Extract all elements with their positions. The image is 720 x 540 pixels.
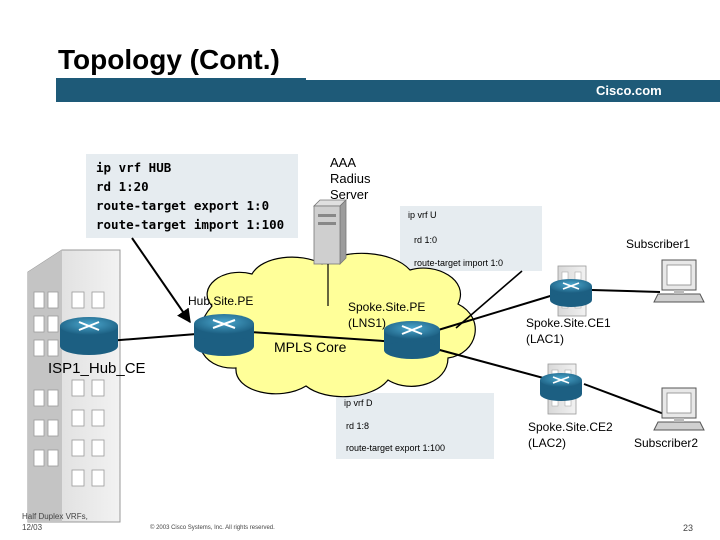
slide-title: Topology (Cont.) [58, 44, 280, 75]
spoke-ce2-router-icon [540, 373, 582, 401]
mpls-core-label: MPLS Core [274, 339, 347, 355]
hub-building-icon [27, 249, 121, 523]
vrf-d-box [336, 393, 494, 459]
page-number: 23 [683, 523, 694, 533]
footer-left-line-1: Half Duplex VRFs, [22, 512, 88, 521]
copyright-text: © 2003 Cisco Systems, Inc. All rights re… [150, 525, 275, 531]
spoke-ce1-router-icon [550, 279, 592, 307]
hub-pe-router-icon [194, 314, 254, 356]
brand-logo-text: Cisco.com [596, 83, 662, 98]
vrf-u-line-3: route-target import 1:0 [414, 258, 504, 268]
subscriber1-pc-icon [653, 259, 705, 303]
footer-left-line-2: 12/03 [22, 523, 43, 532]
hub-vrf-line-4: route-target import 1:100 [96, 217, 285, 232]
vrf-d-line-1: ip vrf D [344, 398, 373, 408]
brand-bar [56, 80, 720, 102]
hub-vrf-line-1: ip vrf HUB [96, 160, 172, 175]
aaa-label-line-2: Radius [330, 171, 371, 186]
hub-pe-label: Hub.Site.PE [188, 294, 254, 308]
hub-vrf-arrow [131, 237, 191, 324]
subscriber2-pc-icon [653, 387, 705, 431]
vrf-u-pointer [455, 270, 523, 329]
spoke-ce1-label-line-2: (LAC1) [526, 332, 565, 346]
hub-vrf-line-2: rd 1:20 [96, 179, 149, 194]
aaa-server-icon [313, 199, 347, 265]
vrf-u-line-1: ip vrf U [408, 210, 437, 220]
hub-vrf-box [86, 154, 298, 238]
isp-hub-ce-label: ISP1_Hub_CE [48, 360, 146, 377]
vrf-d-line-2: rd 1:8 [346, 421, 370, 431]
subscriber1-label: Subscriber1 [626, 237, 691, 251]
hub-vrf-line-3: route-target export 1:0 [96, 198, 270, 213]
spoke-pe-router-icon [384, 321, 440, 359]
spoke-ce2-label-line-1: Spoke.Site.CE2 [528, 420, 613, 434]
spoke-ce2-label-line-2: (LAC2) [528, 436, 567, 450]
subscriber2-label: Subscriber2 [634, 436, 699, 450]
spoke-pe-label-line-1: Spoke.Site.PE [348, 300, 426, 314]
spoke-ce1-label-line-1: Spoke.Site.CE1 [526, 316, 611, 330]
vrf-u-line-2: rd 1:0 [414, 235, 438, 245]
spoke-pe-label-line-2: (LNS1) [348, 316, 387, 330]
aaa-label-line-1: AAA [330, 155, 357, 170]
title-underline [56, 78, 306, 80]
mpls-cloud [198, 252, 476, 398]
isp-hub-ce-router-icon [60, 317, 118, 355]
vrf-d-line-3: route-target export 1:100 [346, 443, 446, 453]
aaa-label-line-3: Server [330, 187, 369, 202]
vrf-u-box [400, 206, 542, 271]
